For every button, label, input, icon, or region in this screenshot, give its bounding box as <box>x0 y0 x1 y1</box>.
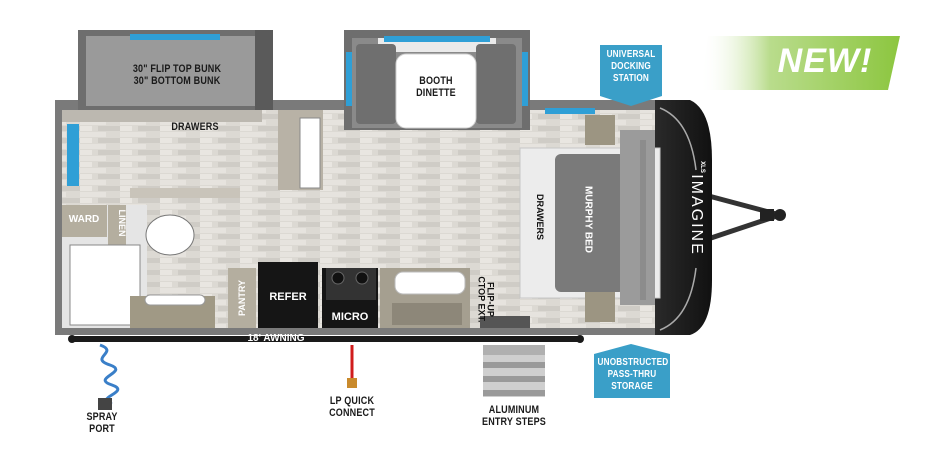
drawers-front-label: DRAWERS <box>535 193 545 240</box>
bunk-label-top: 30" FLIP TOP BUNK <box>132 63 222 75</box>
entry-steps-label-bottom: ENTRY STEPS <box>482 416 546 428</box>
refer-label: REFER <box>269 291 307 303</box>
flip-up-line1: FLIP-UP <box>485 281 496 317</box>
flip-up-line2: CTOP EXT. <box>476 276 486 323</box>
lp-connect-label-bottom: CONNECT <box>329 407 375 419</box>
brand-sub: XLS <box>699 161 705 173</box>
pantry-label: PANTRY <box>237 280 247 316</box>
flip-up-label: FLIP-UP CTOP EXT. <box>476 269 495 329</box>
entry-steps <box>483 345 545 397</box>
micro-label: MICRO <box>331 311 369 323</box>
storage-callout-line3: STORAGE <box>611 381 653 392</box>
entry-steps-label-top: ALUMINUM <box>488 404 540 416</box>
booth-label-bottom: DINETTE <box>416 87 456 99</box>
ward-label: WARD <box>68 214 100 225</box>
drawers-rear-label: DRAWERS <box>171 121 219 133</box>
booth-label-top: BOOTH <box>419 75 453 87</box>
front-cap <box>655 100 712 335</box>
linen-label: LINEN <box>117 209 127 237</box>
murphy-bed-label: MURPHY BED <box>582 185 594 254</box>
storage-callout-line2: PASS-THRU <box>607 369 657 380</box>
storage-callout-line1: UNOBSTRUCTED <box>597 357 669 368</box>
docking-callout-line1: UNIVERSAL <box>606 49 656 60</box>
docking-callout-line2: DOCKING <box>611 61 651 72</box>
lp-connect-label-top: LP QUICK <box>329 395 375 407</box>
new-badge-shape <box>700 36 900 90</box>
awning-label: 18' AWNING <box>247 333 305 344</box>
spray-port-label-top: SPRAY <box>86 411 118 423</box>
spray-port-label-bottom: PORT <box>89 423 115 435</box>
spray-hose <box>98 343 120 410</box>
hitch <box>704 192 786 243</box>
new-badge-label: NEW! <box>777 42 873 80</box>
bunk-label-bottom: 30" BOTTOM BUNK <box>133 75 221 87</box>
docking-callout-line3: STATION <box>613 73 649 84</box>
